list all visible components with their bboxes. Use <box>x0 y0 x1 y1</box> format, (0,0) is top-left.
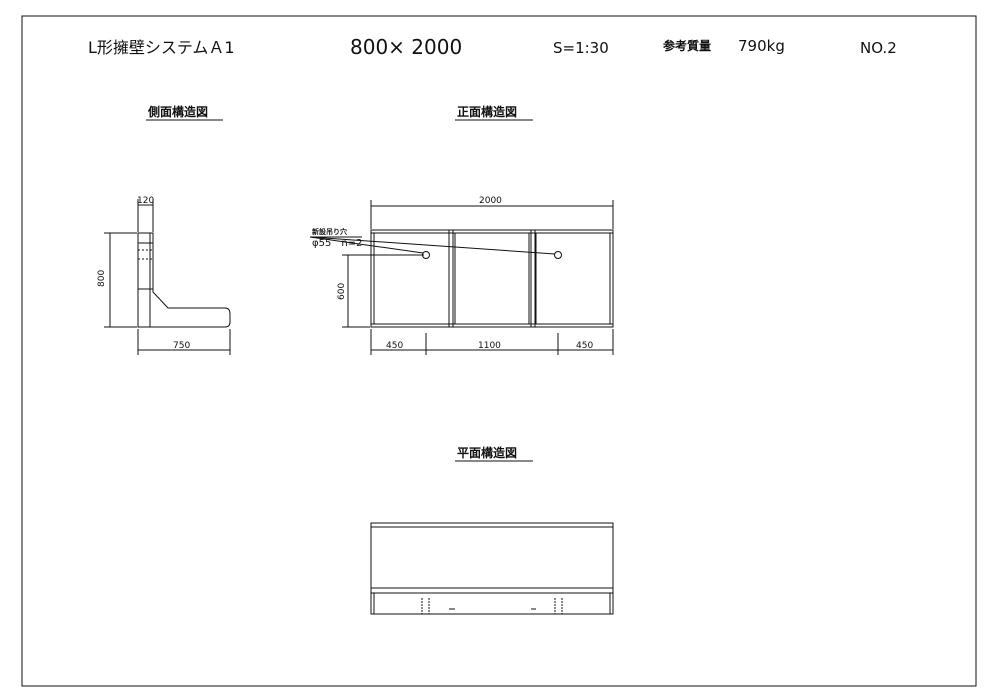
side-view-title: 側面構造図 <box>147 104 208 119</box>
plan-view-title: 平面構造図 <box>457 445 517 460</box>
leader-line <box>309 236 424 254</box>
side-view <box>104 199 231 355</box>
front-panel-right <box>535 232 611 325</box>
dim-base-label: 750 <box>173 341 190 351</box>
front-panel-middle <box>454 232 530 325</box>
dim-thickness-label: 120 <box>137 196 154 206</box>
dim-left-width-label: 450 <box>386 341 403 351</box>
front-view-outline <box>370 229 614 328</box>
leader-line <box>309 236 556 255</box>
front-panel-left <box>373 232 450 325</box>
dim-height-label: 800 <box>97 270 107 287</box>
dim-right-width-label: 450 <box>576 341 593 351</box>
side-view-profile <box>137 232 231 328</box>
product-name: L形擁壁システムＡ1 <box>88 38 235 57</box>
sheet-number: NO.2 <box>860 39 897 57</box>
lifting-hole-right <box>554 251 562 259</box>
weight-value: 790kg <box>738 37 785 55</box>
hole-note-line1: 新設吊り穴 <box>312 227 347 236</box>
plan-view <box>370 522 614 615</box>
dim-middle-width-label: 1100 <box>478 341 501 351</box>
product-size: 800× 2000 <box>350 35 462 59</box>
weight-label: 参考質量 <box>663 38 711 53</box>
hole-note-line2: φ55 n=2 <box>312 238 362 249</box>
front-view-title: 正面構造図 <box>457 104 517 119</box>
dim-hole-height-label: 600 <box>337 283 347 300</box>
drawing-scale: S=1:30 <box>553 39 609 57</box>
dim-total-width-label: 2000 <box>479 196 502 206</box>
front-view <box>309 200 614 355</box>
sheet-border <box>21 15 977 687</box>
plan-view-outline <box>370 522 614 615</box>
